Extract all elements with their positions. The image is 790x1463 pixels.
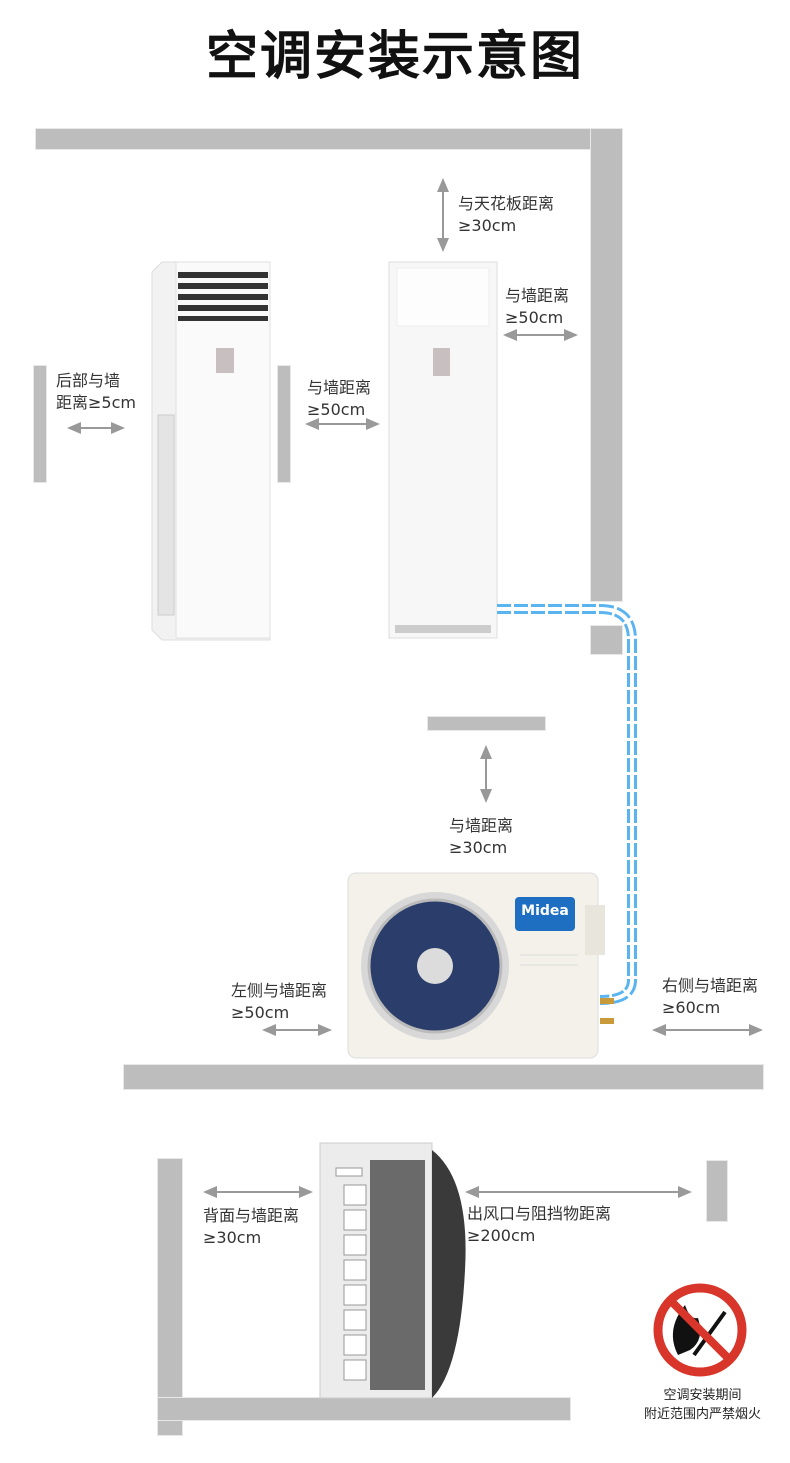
right-room-wall (590, 128, 623, 602)
ceiling-label: 与天花板距离≥30cm (458, 194, 555, 235)
outdoor-back-label: 背面与墙距离≥30cm (203, 1206, 300, 1247)
indoor-unit-front-view (388, 261, 498, 639)
outdoor-right-label: 右侧与墙距离≥60cm (662, 976, 759, 1017)
brand-logo: Midea (521, 903, 569, 919)
outlet-label: 出风口与阻挡物距离≥200cm (467, 1204, 612, 1245)
side-wall-middle (277, 365, 291, 483)
indoor-unit-side-view (151, 261, 271, 641)
outdoor-top-wall (427, 716, 546, 731)
outdoor-unit-side (319, 1142, 466, 1399)
right-wall-label: 与墙距离≥50cm (505, 286, 570, 327)
no-fire-sign-icon (653, 1283, 747, 1377)
back-wall-left (33, 365, 47, 483)
back-wall-bottom (157, 1158, 183, 1436)
warning-text: 空调安装期间附近范围内严禁烟火 (643, 1388, 761, 1422)
back-wall-label: 后部与墙距离≥5cm (56, 371, 136, 412)
right-room-wall-lower (590, 625, 623, 655)
outdoor-left-label: 左侧与墙距离≥50cm (231, 981, 328, 1022)
page-title: 空调安装示意图 (205, 27, 584, 87)
outdoor-unit-front (347, 872, 614, 1059)
obstacle-wall (706, 1160, 728, 1222)
outdoor-top-label: 与墙距离≥30cm (449, 816, 514, 857)
side-wall-label: 与墙距离≥50cm (307, 378, 372, 419)
floor-slab (123, 1064, 764, 1090)
